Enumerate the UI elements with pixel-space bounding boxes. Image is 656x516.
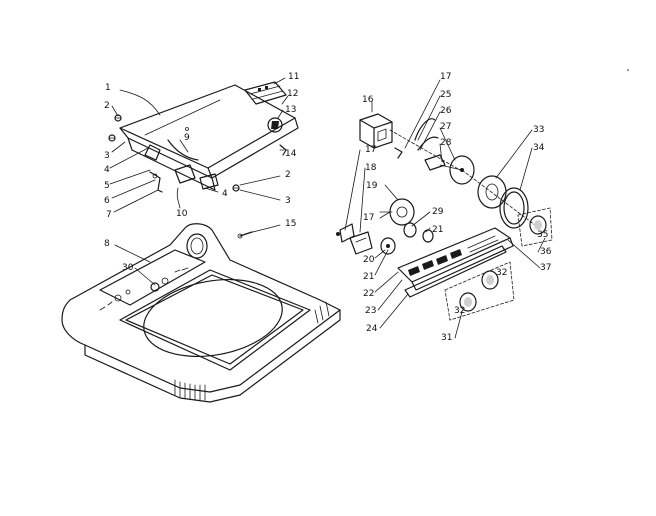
callout-29: 29 [432,207,444,217]
callout-17: 17 [365,145,376,155]
washer-top-cabinet [61,223,341,403]
callout-35: 35 [537,230,548,240]
callout-23: 23 [365,306,376,316]
callout-3: 3 [285,196,291,206]
callout-14: 14 [285,149,297,159]
callout-30: 30 [122,263,134,273]
callout-21: 21 [432,225,443,235]
callout-33: 33 [533,125,544,135]
left-leader-lines [109,77,289,286]
callout-4: 4 [222,189,228,199]
callout-5: 5 [104,181,110,191]
callout-2: 2 [104,101,110,111]
callout-13: 13 [285,105,296,115]
callout-1: 1 [105,83,111,93]
callout-3: 3 [104,151,110,161]
callout-20: 20 [363,255,375,265]
console-top-panel [108,81,299,193]
callout-21: 21 [363,272,374,282]
callout-4: 4 [104,165,110,175]
callout-37: 37 [540,263,551,273]
callout-19: 19 [366,181,378,191]
callout-32: 32 [454,306,465,316]
callout-15: 15 [285,219,296,229]
callout-2: 2 [285,170,291,180]
callout-34: 34 [533,143,545,153]
callout-10: 10 [176,209,188,219]
callout-32: 32 [496,268,507,278]
callout-6: 6 [104,196,110,206]
callout-28: 28 [440,138,452,148]
callout-8: 8 [104,239,110,249]
callout-9: 9 [184,133,190,143]
control-components [336,113,553,321]
callout-17: 17 [363,213,374,223]
callout-7: 7 [106,210,112,220]
callout-16: 16 [362,95,374,105]
callout-labels: 1 2 2 3 3 4 4 5 6 7 8 9 10 11 12 13 14 1… [104,72,552,343]
scan-speck [627,69,629,71]
callout-36: 36 [540,247,552,257]
right-leader-lines [344,79,546,339]
callout-17: 17 [440,72,451,82]
callout-26: 26 [440,106,452,116]
callout-18: 18 [365,163,377,173]
callout-25: 25 [440,90,451,100]
callout-22: 22 [363,289,374,299]
callout-27: 27 [440,122,451,132]
callout-24: 24 [366,324,378,334]
callout-31: 31 [441,333,452,343]
callout-11: 11 [288,72,299,82]
callout-12: 12 [287,89,298,99]
